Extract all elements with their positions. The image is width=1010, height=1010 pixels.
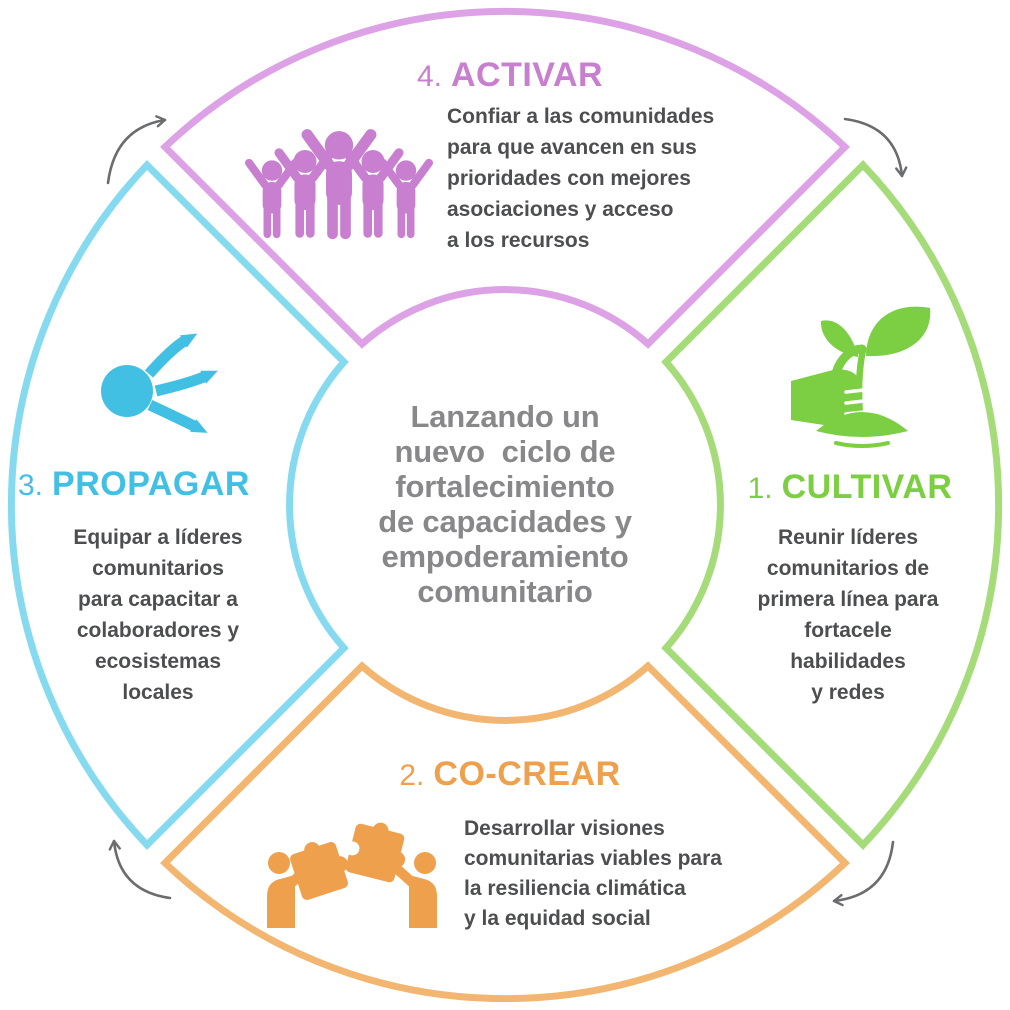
activar-title: 4.ACTIVAR [310, 56, 710, 95]
propagar-description: Equipar a líderes comunitarios para capa… [73, 526, 243, 704]
cycle-arrow-cultivar-to-cocrear [832, 840, 895, 907]
activar-description: Confiar a las comunidades para que avanc… [447, 105, 715, 252]
puzzle-collaboration-icon [267, 822, 437, 928]
cultivar-description: Reunir líderes comunitarios de primera l… [757, 526, 939, 704]
cultivar-name: CULTIVAR [781, 468, 953, 506]
activar-name: ACTIVAR [450, 56, 604, 94]
cocrear-petal [159, 661, 851, 1003]
cocrear-description: Desarrollar visiones comunitarias viable… [464, 817, 722, 930]
cycle-arrow-activar-to-cultivar [843, 117, 908, 178]
cultivar-title: 1.CULTIVAR [700, 468, 1000, 507]
cultivar-number: 1. [747, 472, 773, 505]
cycle-arrow-cocrear-to-propagar [108, 839, 172, 900]
hand-plant-icon [791, 306, 931, 448]
cocrear-name: CO-CREAR [433, 755, 621, 793]
cycle-arrow-propagar-to-activar [106, 115, 167, 185]
activar-number: 4. [416, 60, 442, 93]
propagar-name: PROPAGAR [52, 465, 250, 503]
cocrear-number: 2. [399, 759, 425, 792]
cocrear-title: 2.CO-CREAR [335, 755, 685, 794]
propagar-petal [7, 159, 349, 851]
share-arrows-icon [101, 333, 218, 433]
activar-petal [159, 7, 851, 349]
propagar-number: 3. [18, 469, 44, 502]
propagar-title: 3.PROPAGAR [0, 465, 284, 504]
center-cycle-text: Lanzando un nuevo ciclo de fortalecimien… [378, 399, 632, 609]
